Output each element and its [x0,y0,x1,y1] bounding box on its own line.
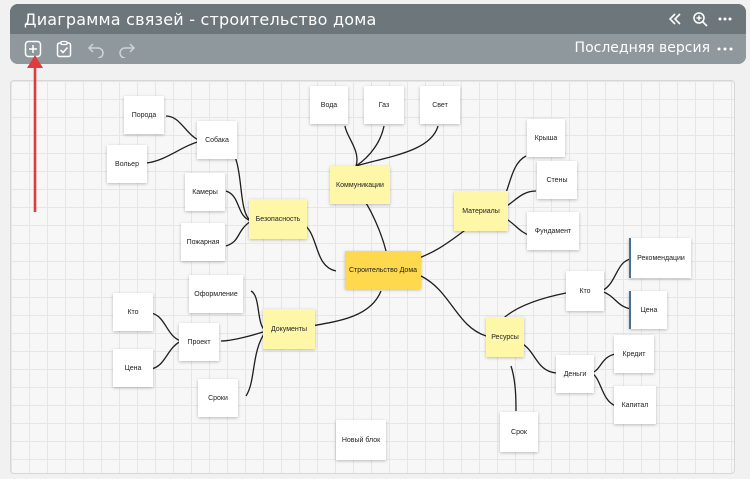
collapse-icon[interactable] [667,11,683,27]
node-credit[interactable]: Кредит [614,335,654,373]
title-bar: Диаграмма связей - строительство дома [10,4,746,34]
node-resources[interactable]: Ресурсы [486,317,524,357]
node-capital[interactable]: Капитал [614,386,656,424]
node-materials[interactable]: Материалы [454,191,508,231]
node-money[interactable]: Деньги [556,355,594,393]
clipboard-check-icon[interactable] [55,40,73,58]
version-label[interactable]: Последняя версия [574,40,710,56]
node-project[interactable]: Проект [179,323,219,361]
node-water[interactable]: Вода [310,86,348,124]
undo-icon[interactable] [87,40,105,58]
node-security[interactable]: Безопасность [249,199,307,239]
node-registration[interactable]: Оформление [189,275,243,313]
node-fire[interactable]: Пожарная [181,223,225,261]
diagram-canvas[interactable]: Строительство Дома Коммуникации Вода Газ… [10,80,735,474]
node-price-right[interactable]: Цена [629,291,667,329]
page-title: Диаграмма связей - строительство дома [24,10,377,29]
node-who-right[interactable]: Кто [566,271,604,311]
toolbar: Последняя версия [10,34,746,64]
node-cameras[interactable]: Камеры [185,173,225,211]
node-breed[interactable]: Порода [124,96,164,134]
zoom-in-icon[interactable] [692,11,708,27]
more-icon[interactable] [717,11,733,27]
node-light[interactable]: Свет [420,86,460,124]
app-header: Диаграмма связей - строительство дома [10,4,746,64]
connector-lines [145,115,632,412]
node-dog[interactable]: Собака [197,121,237,159]
node-deadlines[interactable]: Сроки [198,379,238,417]
node-new-block[interactable]: Новый блок [336,420,386,460]
node-term[interactable]: Срок [500,412,538,452]
redo-icon[interactable] [118,40,136,58]
node-roof[interactable]: Крыша [527,119,565,157]
node-enclosure[interactable]: Вольер [107,145,147,183]
node-price-left[interactable]: Цена [113,349,153,387]
node-communications[interactable]: Коммуникации [330,166,390,204]
node-center[interactable]: Строительство Дома [345,251,421,289]
node-gas[interactable]: Газ [364,86,404,124]
node-who-left[interactable]: Кто [113,293,153,331]
node-documents[interactable]: Документы [263,309,315,349]
node-recommendations[interactable]: Рекомендации [629,238,691,278]
node-foundation[interactable]: Фундамент [527,212,579,250]
add-icon[interactable] [24,40,42,58]
version-more-icon[interactable] [716,42,734,56]
node-walls[interactable]: Стены [537,161,577,199]
